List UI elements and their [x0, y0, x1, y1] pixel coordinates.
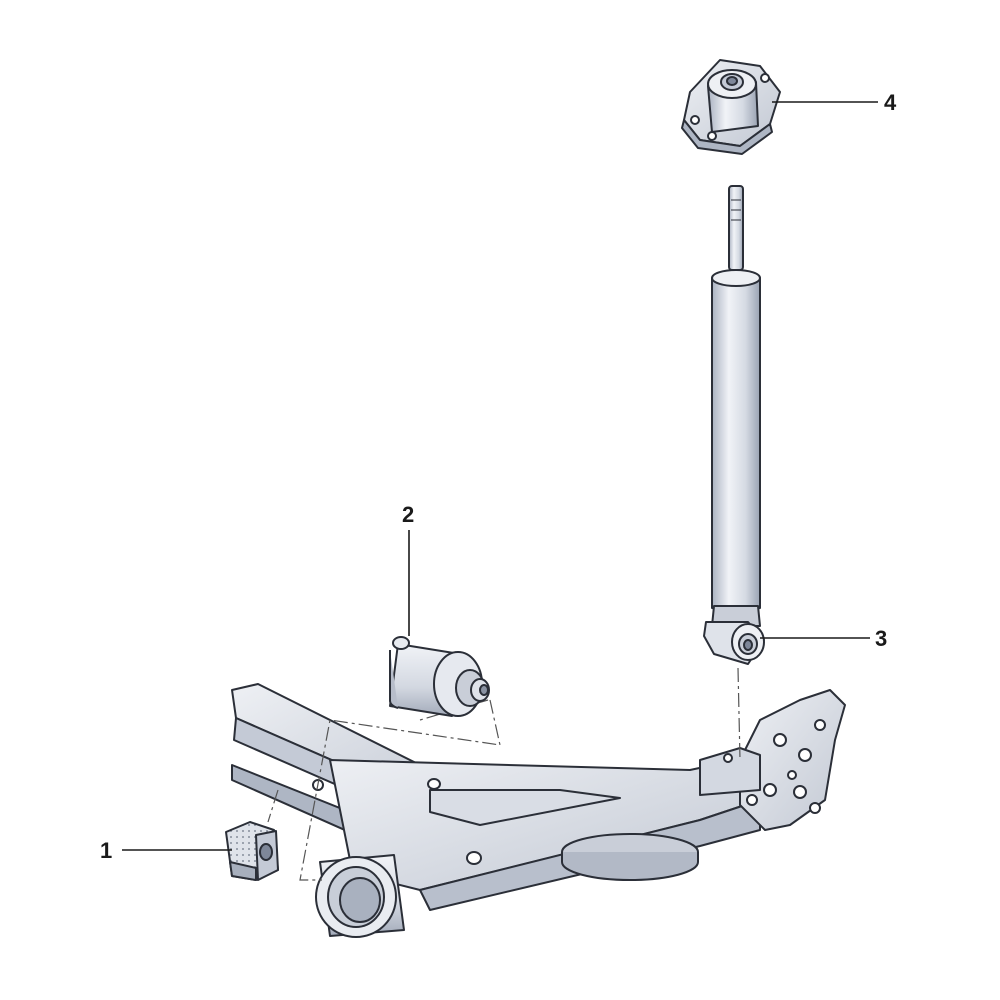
callout-number-4: 4	[884, 90, 897, 115]
callout-number-2: 2	[402, 502, 415, 527]
trailing-arm-bushing	[389, 636, 490, 717]
callout-number-1: 1	[100, 838, 113, 863]
shock-absorber	[703, 185, 765, 665]
trailing-arm	[231, 683, 846, 938]
callout-number-3: 3	[875, 626, 888, 651]
rubber-bushing-clip	[225, 821, 279, 881]
shock-upper-mount	[681, 59, 781, 155]
leader-lines	[122, 101, 878, 851]
